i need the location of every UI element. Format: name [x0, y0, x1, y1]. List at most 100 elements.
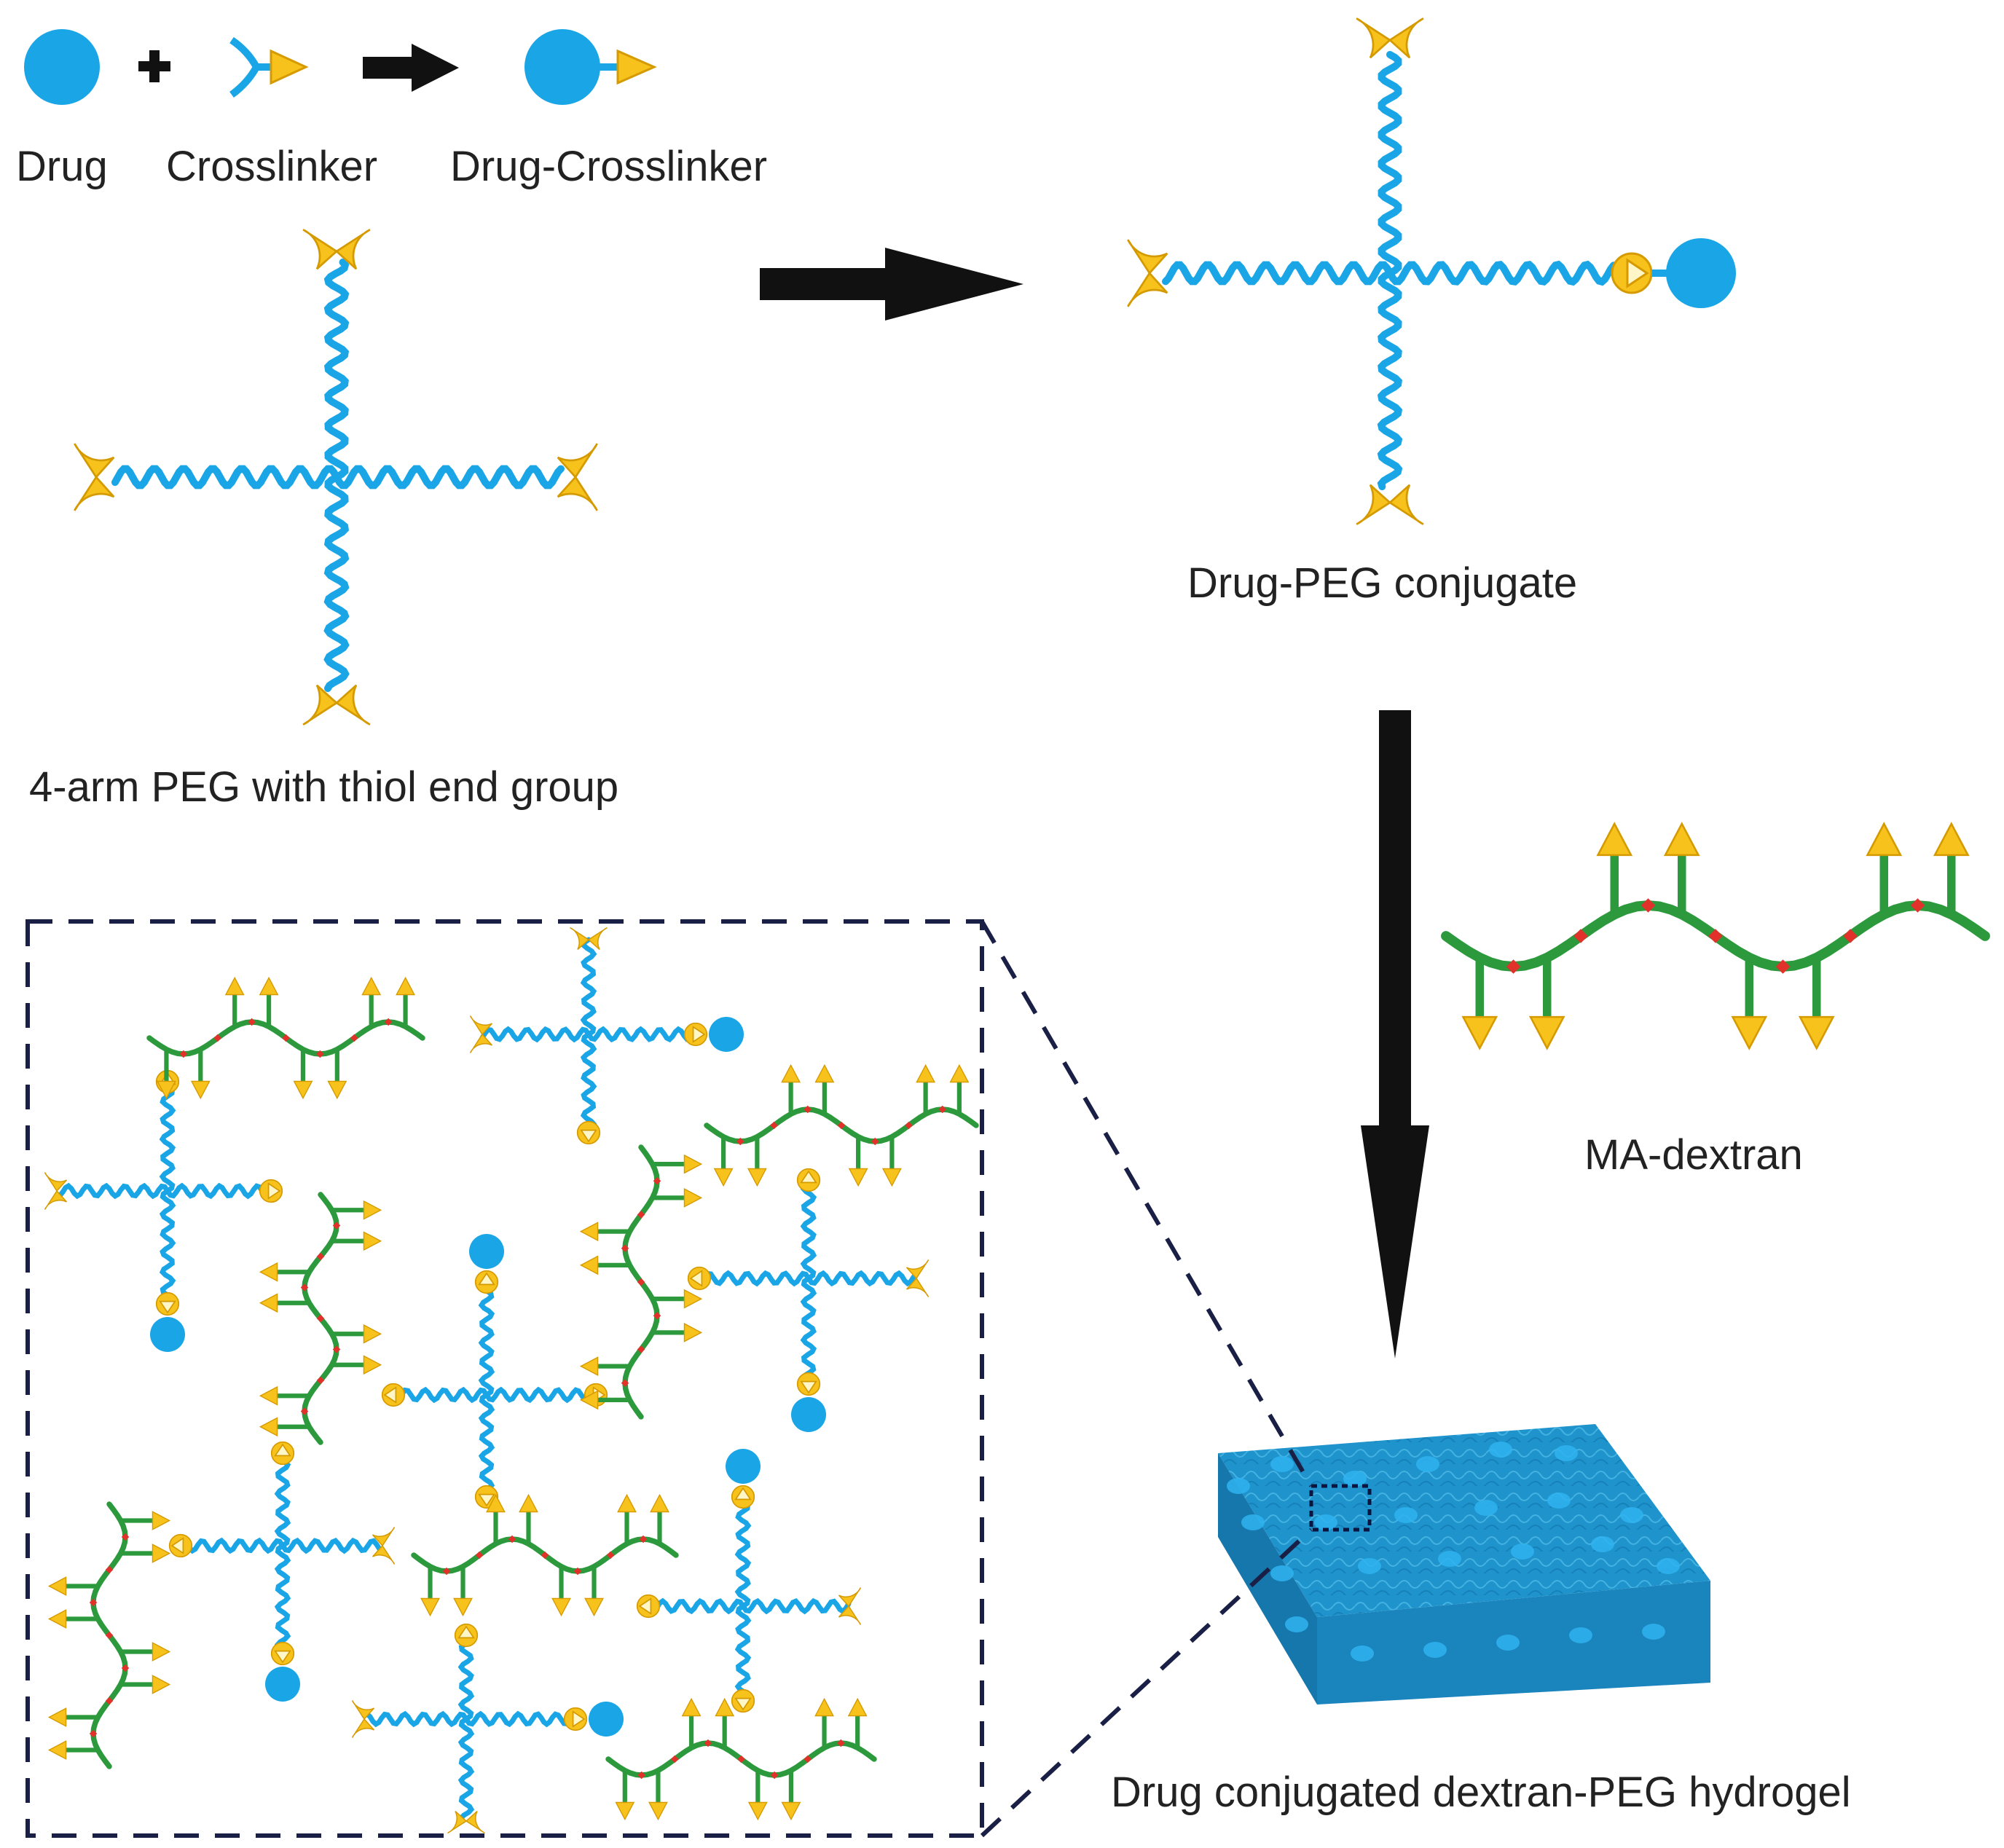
peg-chain	[806, 1270, 919, 1287]
peg-chain	[580, 1031, 597, 1136]
methacrylate-icon	[259, 1293, 278, 1313]
peg-chain	[645, 1597, 746, 1615]
methacrylate-icon	[781, 1801, 801, 1821]
peg-4arm-molecule	[74, 229, 598, 726]
drug-spot	[1314, 1514, 1337, 1530]
methacrylate-icon	[152, 1675, 171, 1694]
methacrylate-icon	[848, 1168, 868, 1187]
thiol-cap-icon	[44, 1172, 68, 1210]
methacrylate-icon	[579, 1222, 599, 1242]
crosslinker-icon	[229, 36, 309, 98]
hydrogel-block	[1218, 1424, 1710, 1705]
methacrylate-icon	[683, 1187, 703, 1208]
dextran-link	[770, 1771, 779, 1780]
methacrylate-icon	[361, 976, 382, 996]
methacrylate-icon	[683, 1289, 703, 1309]
ma-dextran-molecule	[1441, 822, 1990, 1050]
dextran-link	[1573, 929, 1588, 943]
methacrylate-icon	[396, 976, 415, 996]
drug-spot	[1657, 1558, 1680, 1574]
methacrylate-icon	[157, 1080, 176, 1100]
thiol-cap-icon	[905, 1259, 930, 1297]
methacrylate-icon	[617, 1493, 637, 1513]
arrow-down-icon	[1361, 710, 1429, 1359]
thiol-cap-icon	[447, 1810, 485, 1834]
methacrylate-icon	[579, 1356, 599, 1377]
hydrogel-front-face	[1218, 1453, 1317, 1705]
methacrylate-icon	[579, 1390, 599, 1410]
drug-spot	[1591, 1536, 1614, 1552]
drug-spot	[1270, 1565, 1294, 1581]
network-inset	[25, 919, 1313, 1838]
drug-spot	[1416, 1456, 1439, 1472]
methacrylate-icon	[224, 976, 245, 996]
linker-icon	[381, 1383, 406, 1407]
dextran-link	[442, 1567, 451, 1576]
thiol-cap-icon	[557, 443, 598, 511]
drug-spot	[1547, 1493, 1571, 1509]
drug-crosslinker-icon	[524, 29, 657, 105]
drug-spot	[1351, 1645, 1374, 1662]
methacrylate-icon	[1461, 1015, 1498, 1050]
methacrylate-icon	[881, 1168, 902, 1187]
dextran-link	[475, 1551, 484, 1560]
drug-peg-label: Drug-PEG conjugate	[1187, 559, 1577, 607]
drug-icon	[726, 1449, 761, 1484]
methacrylate-icon	[47, 1576, 67, 1596]
linker-icon	[270, 1441, 295, 1466]
peg-chain	[696, 1270, 812, 1287]
linker-icon	[796, 1372, 821, 1396]
methacrylate-icon	[259, 976, 279, 996]
linker-icon	[576, 1120, 601, 1145]
thiol-cap-icon	[1356, 484, 1424, 525]
linker-icon	[454, 1623, 479, 1648]
methacrylate-icon	[916, 1063, 936, 1083]
dextran-link	[508, 1535, 516, 1544]
methacrylate-icon	[715, 1697, 735, 1717]
drug-icon	[1666, 238, 1736, 308]
peg-chain	[580, 937, 597, 1037]
methacrylate-icon	[781, 1063, 801, 1083]
peg-chain	[484, 1386, 599, 1404]
methacrylate-icon	[814, 1697, 834, 1717]
hydrogel-label: Drug conjugated dextran-PEG hydrogel	[1111, 1769, 1851, 1816]
drug-spot	[1474, 1500, 1498, 1516]
methacrylate-icon	[584, 1597, 604, 1617]
peg-chain	[159, 1188, 176, 1307]
peg-chain	[111, 465, 340, 489]
linker-icon	[155, 1291, 180, 1316]
methacrylate-icon	[683, 1322, 703, 1342]
peg-chain	[479, 1026, 592, 1043]
methacrylate-icon	[453, 1597, 473, 1617]
crosslinked-network	[44, 927, 979, 1834]
dextran-link	[1708, 929, 1723, 943]
thiol-cap-icon	[302, 684, 371, 726]
drug-label: Drug	[16, 143, 108, 190]
methacrylate-icon	[259, 1385, 278, 1406]
peg-chain	[463, 1710, 578, 1728]
peg-chain	[274, 1543, 291, 1656]
dextran-link	[837, 1739, 845, 1747]
methacrylate-icon	[650, 1493, 669, 1513]
inset-frame	[25, 919, 984, 1838]
methacrylate-icon	[363, 1355, 382, 1375]
peg-chain	[478, 1392, 495, 1500]
dextran-link	[105, 1565, 114, 1574]
drug-icon	[791, 1397, 826, 1432]
dextran-link	[1775, 959, 1791, 974]
dextran-link	[1506, 959, 1521, 974]
linker-icon	[259, 1179, 283, 1203]
methacrylate-icon	[47, 1740, 67, 1760]
drug-icon	[24, 29, 100, 105]
thiol-cap-icon	[570, 927, 608, 951]
dextran-link	[670, 1755, 679, 1764]
linker-icon	[796, 1168, 821, 1192]
methacrylate-icon	[259, 1262, 278, 1282]
linker-icon	[1611, 252, 1653, 294]
linker-icon	[683, 1022, 708, 1047]
peg-chain	[734, 1603, 752, 1704]
methacrylate-icon	[47, 1609, 67, 1629]
linker-icon	[687, 1266, 712, 1291]
methacrylate-icon	[683, 1154, 703, 1174]
